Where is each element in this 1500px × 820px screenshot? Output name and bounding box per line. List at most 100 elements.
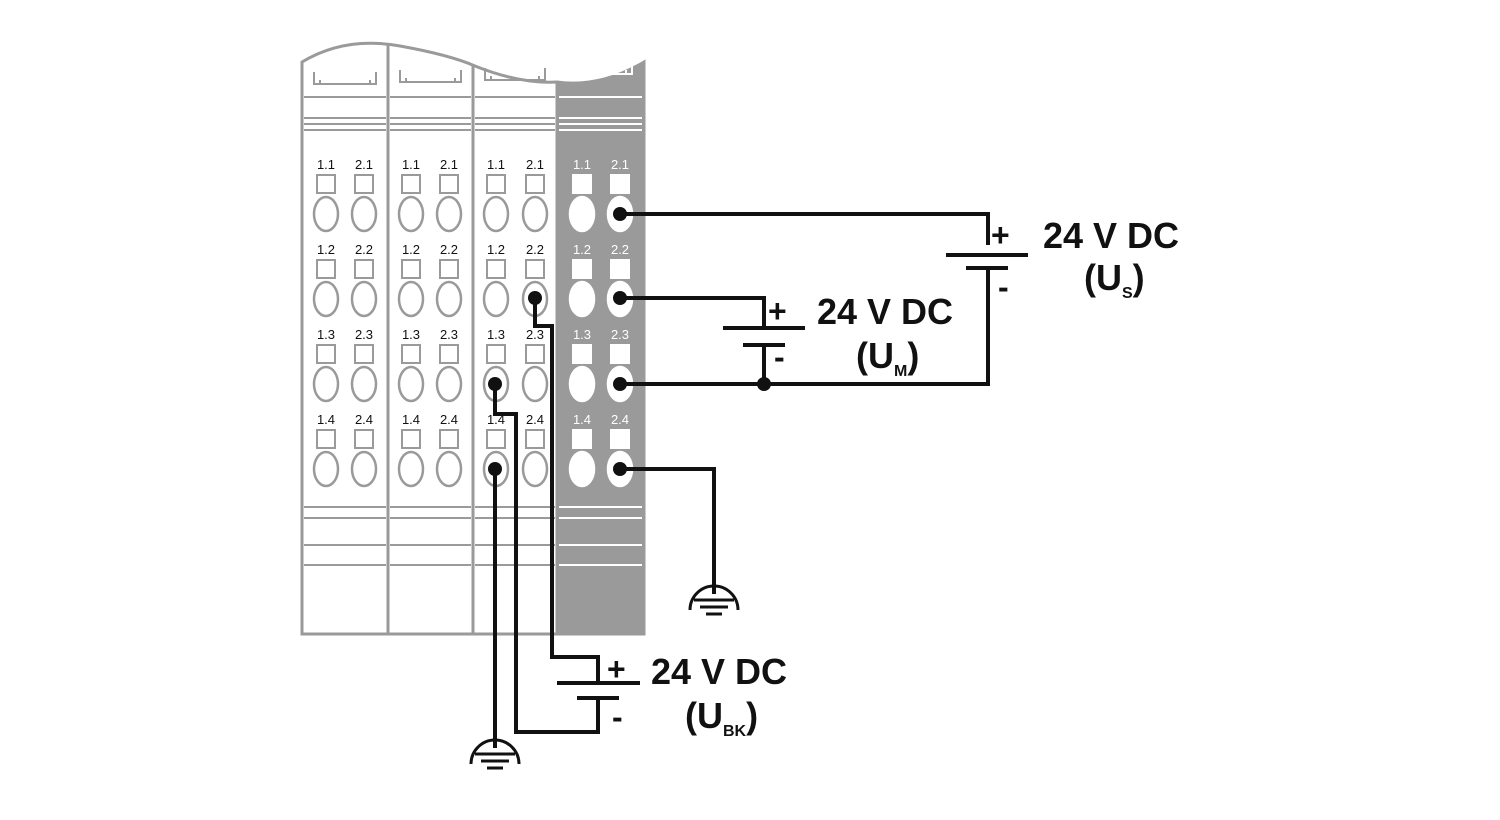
terminal-spring-clamp[interactable] bbox=[350, 365, 378, 403]
junction-dot bbox=[488, 377, 502, 391]
terminal-led bbox=[572, 344, 592, 364]
terminal-spring-clamp[interactable] bbox=[350, 280, 378, 318]
terminal-led bbox=[572, 174, 592, 194]
terminal-label: 1.2 bbox=[402, 242, 420, 257]
module-handle-icon bbox=[484, 68, 546, 81]
terminal-spring-clamp[interactable] bbox=[312, 450, 340, 488]
terminal-label: 2.4 bbox=[440, 412, 458, 427]
wire-ubk-minus bbox=[493, 384, 600, 734]
battery-minus-sign: - bbox=[774, 339, 785, 375]
wire-ubk-plus bbox=[533, 298, 600, 683]
junction-dot bbox=[613, 377, 627, 391]
supply-name-label: (US) bbox=[1084, 257, 1145, 302]
terminal-spring-clamp[interactable] bbox=[521, 365, 549, 403]
terminal-label: 1.1 bbox=[402, 157, 420, 172]
terminal-spring-clamp[interactable] bbox=[521, 450, 549, 488]
terminal-label: 2.1 bbox=[440, 157, 458, 172]
terminal-label: 2.4 bbox=[355, 412, 373, 427]
terminal-led bbox=[486, 429, 506, 449]
terminal-spring-clamp[interactable] bbox=[312, 195, 340, 233]
terminal-led bbox=[525, 429, 545, 449]
junction-dot bbox=[613, 462, 627, 476]
wiring bbox=[493, 212, 990, 748]
terminal-spring-clamp[interactable] bbox=[397, 195, 425, 233]
junction-dots bbox=[488, 207, 771, 476]
terminal-spring-clamp[interactable] bbox=[568, 450, 596, 488]
module-handle-icon bbox=[399, 70, 462, 83]
terminal-led bbox=[572, 259, 592, 279]
junction-dot bbox=[757, 377, 771, 391]
terminal-label: 2.2 bbox=[526, 242, 544, 257]
battery-ubk bbox=[557, 681, 640, 700]
terminal-spring-clamp[interactable] bbox=[397, 365, 425, 403]
terminal-led bbox=[439, 259, 459, 279]
terminal-led bbox=[354, 429, 374, 449]
wire-module-ground bbox=[620, 467, 716, 594]
terminal-spring-clamp[interactable] bbox=[397, 280, 425, 318]
terminal-label: 1.3 bbox=[402, 327, 420, 342]
battery-us bbox=[946, 253, 1028, 270]
terminal-spring-clamp[interactable] bbox=[350, 195, 378, 233]
terminal-led bbox=[572, 429, 592, 449]
terminal-spring-clamp[interactable] bbox=[312, 280, 340, 318]
terminal-spring-clamp[interactable] bbox=[350, 450, 378, 488]
terminal-label: 2.3 bbox=[526, 327, 544, 342]
supply-voltage-label: 24 V DC bbox=[817, 291, 953, 332]
terminal-led bbox=[316, 429, 336, 449]
terminal-led bbox=[354, 259, 374, 279]
terminal-led bbox=[354, 174, 374, 194]
terminal-led bbox=[610, 174, 630, 194]
terminal-led bbox=[525, 259, 545, 279]
terminal-spring-clamp[interactable] bbox=[482, 195, 510, 233]
terminal-label: 1.1 bbox=[487, 157, 505, 172]
terminal-spring-clamp[interactable] bbox=[435, 280, 463, 318]
terminal-spring-clamp[interactable] bbox=[435, 195, 463, 233]
terminal-label: 2.1 bbox=[355, 157, 373, 172]
module-top-handles bbox=[313, 62, 633, 85]
terminal-label: 2.3 bbox=[440, 327, 458, 342]
terminal-label: 2.2 bbox=[440, 242, 458, 257]
terminal-label: 1.4 bbox=[317, 412, 335, 427]
terminal-spring-clamp[interactable] bbox=[435, 365, 463, 403]
terminal-led bbox=[610, 344, 630, 364]
terminal-label: 2.1 bbox=[526, 157, 544, 172]
supply-name-label: (UBK) bbox=[685, 695, 758, 740]
terminal-label: 1.2 bbox=[487, 242, 505, 257]
terminal-spring-clamp[interactable] bbox=[397, 450, 425, 488]
terminal-spring-clamp[interactable] bbox=[568, 195, 596, 233]
terminal-led bbox=[610, 259, 630, 279]
module-group-outline bbox=[300, 41, 646, 636]
terminal-label: 1.3 bbox=[573, 327, 591, 342]
terminal-label: 1.1 bbox=[317, 157, 335, 172]
terminal-label: 2.2 bbox=[355, 242, 373, 257]
terminal-spring-clamp[interactable] bbox=[521, 195, 549, 233]
terminal-led bbox=[316, 344, 336, 364]
supply-ubk: + - 24 V DC (UBK) bbox=[607, 651, 787, 740]
supply-name-label: (UM) bbox=[856, 335, 919, 380]
terminal-led bbox=[316, 174, 336, 194]
terminal-spring-clamp[interactable] bbox=[482, 280, 510, 318]
terminal-spring-clamp[interactable] bbox=[435, 450, 463, 488]
terminal-spring-clamp[interactable] bbox=[568, 365, 596, 403]
terminal-led bbox=[316, 259, 336, 279]
terminal-led bbox=[486, 344, 506, 364]
terminal-led bbox=[486, 174, 506, 194]
battery-minus-sign: - bbox=[998, 269, 1009, 305]
terminal-label: 1.3 bbox=[317, 327, 335, 342]
wire-us-minus bbox=[620, 268, 990, 386]
module-handle-icon bbox=[313, 72, 377, 85]
terminal-blocks: 1.1 2.1 1.2 2.2 1.3 2.3 1.4 2.4 1.1 2.1 1.2 2.2 1.3 2… bbox=[312, 157, 634, 488]
terminal-label: 2.4 bbox=[611, 412, 629, 427]
battery-um bbox=[723, 326, 805, 347]
terminal-spring-clamp[interactable] bbox=[312, 365, 340, 403]
terminal-led bbox=[525, 174, 545, 194]
terminal-label: 1.2 bbox=[573, 242, 591, 257]
terminal-led bbox=[439, 344, 459, 364]
terminal-label: 2.3 bbox=[611, 327, 629, 342]
terminal-led bbox=[401, 429, 421, 449]
terminal-led bbox=[401, 174, 421, 194]
battery-minus-sign: - bbox=[612, 699, 623, 735]
terminal-spring-clamp[interactable] bbox=[568, 280, 596, 318]
junction-dot bbox=[613, 207, 627, 221]
